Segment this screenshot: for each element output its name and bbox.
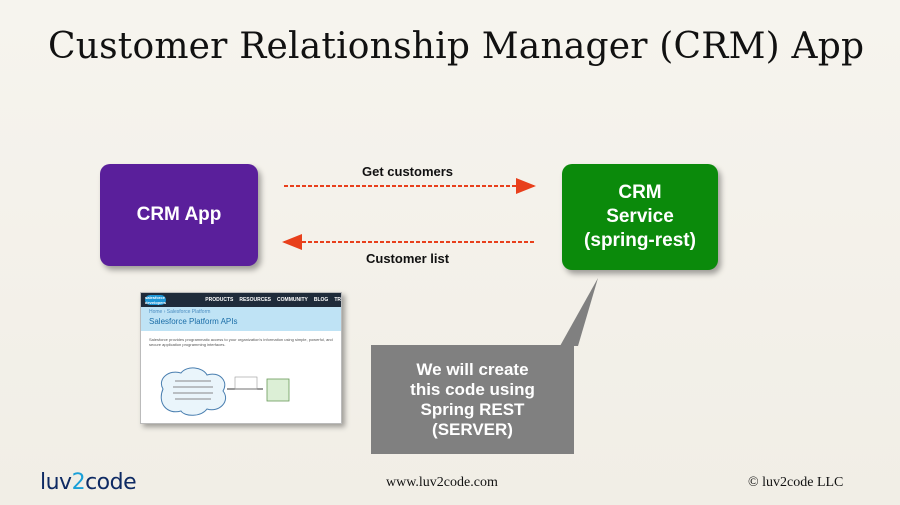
crm-service-label-line-3: (spring-rest) — [584, 230, 696, 251]
callout-box: We will create this code using Spring RE… — [371, 345, 574, 454]
crm-service-label-line-1: CRM — [618, 182, 662, 203]
thumbnail-heading: Salesforce Platform APIs — [149, 317, 238, 326]
thumbnail-nav-item: BLOG — [313, 297, 329, 303]
crm-service-node: CRM Service (spring-rest) — [562, 164, 718, 270]
callout-pointer — [560, 278, 598, 346]
thumbnail-nav: salesforce developers PRODUCTS RESOURCES… — [141, 293, 341, 307]
thumbnail-nav-item: PRODUCTS — [205, 297, 234, 303]
thumbnail-nav-item: RESOURCES — [239, 297, 272, 303]
logo-part-2: 2 — [71, 470, 86, 495]
crm-service-label-line-2: Service — [606, 206, 674, 227]
logo-part-code: code — [85, 470, 137, 495]
salesforce-logo: salesforce developers — [145, 295, 167, 305]
logo-part-luv: luv — [40, 470, 72, 495]
luv2code-logo: luv2code — [40, 470, 137, 495]
response-label: Customer list — [366, 251, 450, 266]
callout-line-4: (SERVER) — [432, 419, 513, 439]
request-label: Get customers — [362, 164, 454, 179]
footer-url: www.luv2code.com — [386, 475, 498, 490]
thumbnail-body-text: Salesforce provides programmatic access … — [149, 337, 333, 347]
crm-app-node: CRM App — [100, 164, 258, 266]
thumbnail-diagram — [160, 367, 290, 416]
thumbnail-nav-item: COMMUNITY — [277, 297, 308, 303]
thumbnail-banner: Home › Salesforce Platform Salesforce Pl… — [141, 307, 341, 331]
thumbnail-nav-item: TR — [334, 297, 341, 303]
callout-line-2: this code using — [410, 379, 535, 399]
slide-title: Customer Relationship Manager (CRM) App — [48, 26, 865, 67]
crm-app-label: CRM App — [136, 204, 222, 225]
salesforce-api-thumbnail: salesforce developers PRODUCTS RESOURCES… — [140, 292, 342, 424]
callout-line-3: Spring REST — [420, 399, 525, 419]
footer-copyright: © luv2code LLC — [748, 475, 844, 490]
thumbnail-breadcrumb: Home › Salesforce Platform — [149, 309, 211, 315]
callout-line-1: We will create — [416, 359, 529, 379]
